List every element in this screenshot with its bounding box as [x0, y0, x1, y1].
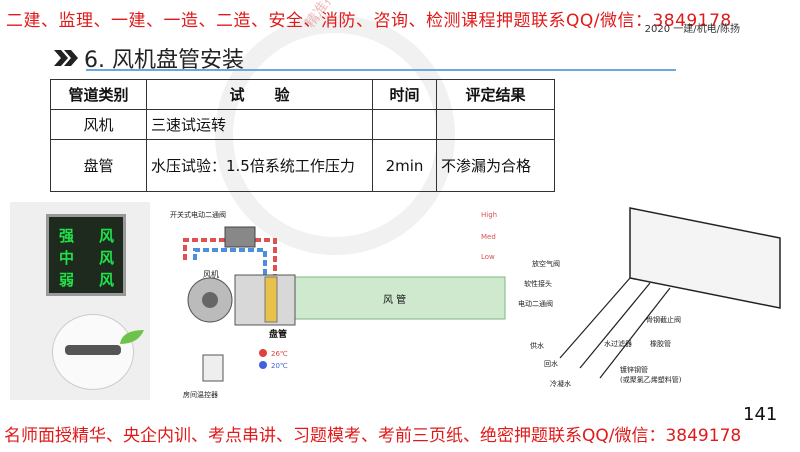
title-row: 6. 风机盘管安装 — [54, 42, 244, 74]
rotary-knob — [52, 314, 134, 390]
wind-label: 风 管 — [383, 293, 406, 306]
diagram-label: 放空气阀 — [532, 259, 560, 268]
diagram-label: 骨钢截止阀 — [646, 315, 681, 324]
table-cell: 水压试验：1.5倍系统工作压力 — [146, 139, 373, 192]
header-cell: 时间 — [372, 79, 437, 110]
pipe-line — [579, 282, 651, 369]
panel-label: 弱 — [59, 271, 75, 289]
table-cell — [372, 109, 437, 140]
panel-display: 强 风 中 风 弱 风 — [46, 214, 126, 296]
header-cell: 评定结果 — [436, 79, 555, 110]
fan-coil-diagram: 开关式电动二通阀 风机 盘管 风 管 26℃ 20℃ 房间温控器 High Me… — [170, 210, 506, 399]
header-meta: 2020 一建/机电/陈扬 — [644, 24, 740, 35]
bottom-banner: 名师面授精华、央企内训、考点串讲、习题模考、考前三页纸、绝密押题联系QQ/微信：… — [4, 426, 742, 446]
valve-body — [224, 226, 256, 248]
thermostat-label: 房间温控器 — [183, 390, 218, 399]
title-rule — [86, 69, 676, 71]
coil-element — [264, 276, 278, 323]
temp-hot-label: 26℃ — [271, 350, 288, 358]
table-cell: 2min — [372, 139, 437, 192]
table-cell: 三速试运转 — [146, 109, 373, 140]
panel-label: 风 — [99, 271, 115, 289]
panel-label: 强 — [59, 227, 75, 245]
valve-label: 开关式电动二通阀 — [170, 210, 226, 219]
speed-high-label: High — [481, 211, 497, 219]
table-cell — [436, 109, 555, 140]
double-chevron-icon — [54, 50, 78, 66]
header-cell: 试 验 — [146, 79, 373, 110]
table-row: 盘管 水压试验：1.5倍系统工作压力 2min 不渗漏为合格 — [50, 139, 555, 192]
diagram-label: 供水 — [530, 341, 544, 350]
pipe-line — [599, 287, 671, 379]
panel-label: 风 — [99, 249, 115, 267]
diagram-label: 镀锌钢管 — [620, 365, 648, 374]
page-title: 6. 风机盘管安装 — [84, 48, 244, 73]
panel-label: 风 — [99, 227, 115, 245]
table-row: 风机 三速试运转 — [50, 109, 555, 140]
top-banner: 二建、监理、一建、一造、二造、安全、消防、咨询、检测课程押题联系QQ/微信：38… — [6, 11, 732, 31]
speed-med-label: Med — [481, 233, 496, 241]
coil-label: 盘管 — [269, 328, 287, 340]
speed-low-label: Low — [481, 253, 495, 261]
hot-indicator — [259, 349, 267, 357]
installation-diagram: 放空气阀 软性接头 电动二通阀 供水 回水 冷凝水 骨钢截止阀 水过滤器 橡胶管… — [518, 207, 781, 388]
control-panel-photo: 强 风 中 风 弱 风 — [10, 202, 150, 400]
knob-bar — [65, 345, 121, 355]
table-cell: 盘管 — [50, 139, 147, 192]
spec-table: 管道类别 试 验 时间 评定结果 风机 三速试运转 盘管 水压试验：1.5倍系统… — [50, 79, 555, 192]
table-header-row: 管道类别 试 验 时间 评定结果 — [50, 79, 555, 110]
diagram-label: (或聚氯乙烯塑料管) — [620, 375, 682, 384]
fan-hub — [202, 292, 218, 308]
pipe-line — [559, 277, 631, 359]
panel-label: 中 — [59, 249, 75, 267]
diagram-label: 橡胶管 — [650, 339, 671, 348]
leaf-icon — [120, 330, 144, 344]
diagram-label: 水过滤器 — [604, 339, 632, 348]
thermostat — [202, 354, 224, 382]
table-cell: 风机 — [50, 109, 147, 140]
cold-indicator — [259, 361, 267, 369]
table-cell: 不渗漏为合格 — [436, 139, 555, 192]
return-pipe — [193, 248, 267, 275]
temp-cold-label: 20℃ — [271, 362, 288, 370]
page-number: 141 — [743, 404, 778, 425]
diagram-label: 回水 — [544, 359, 558, 368]
header-cell: 管道类别 — [50, 79, 147, 110]
air-duct — [284, 276, 506, 320]
unit-casing — [629, 207, 781, 309]
diagram-label: 软性接头 — [524, 279, 552, 288]
diagram-label: 电动二通阀 — [518, 299, 553, 308]
fan-label: 风机 — [203, 269, 219, 279]
diagram-label: 冷凝水 — [550, 379, 571, 388]
